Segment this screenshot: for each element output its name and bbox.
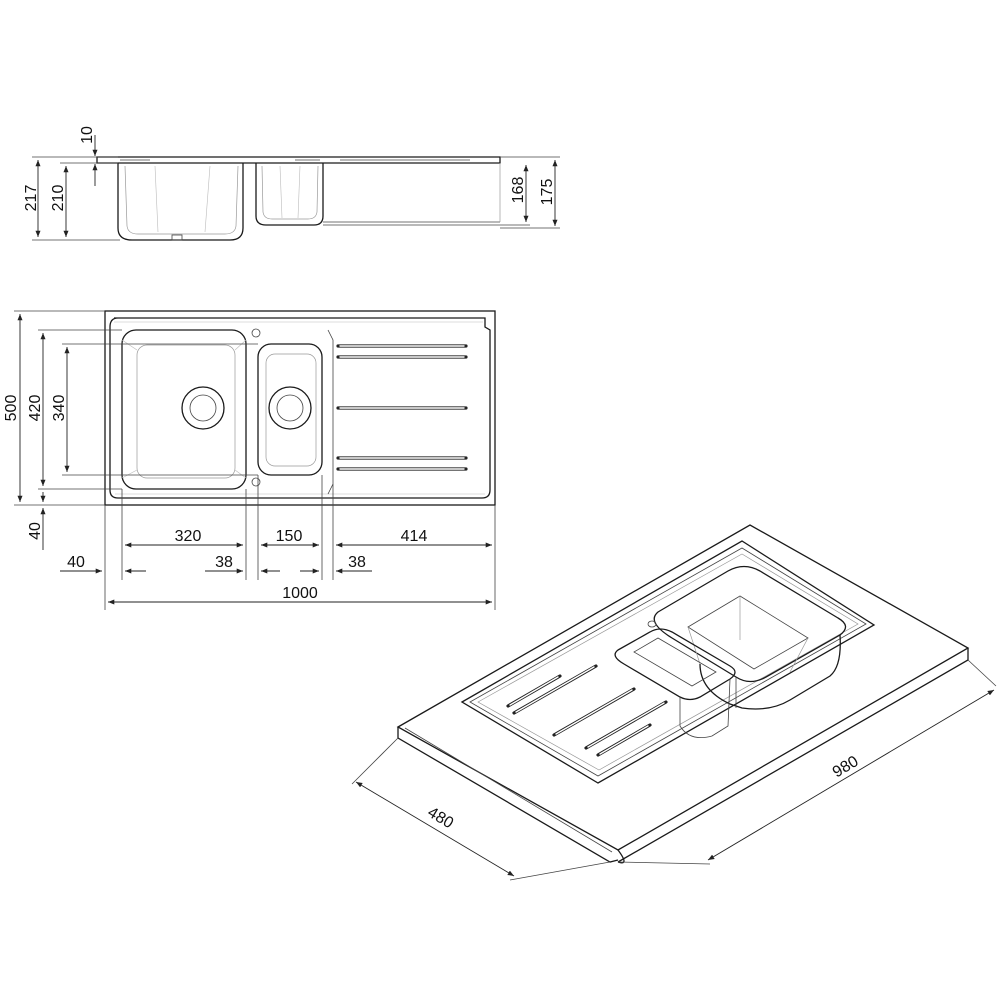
side-elevation-view <box>96 156 501 241</box>
plan-view-dimensions: 500 420 340 40 320 150 414 40 <box>3 310 496 610</box>
dim-1000-label: 1000 <box>282 585 318 602</box>
dim-217-label: 217 <box>23 185 40 212</box>
dim-175-label: 175 <box>539 179 556 206</box>
dim-320-label: 320 <box>175 528 202 545</box>
side-view-dimensions: 217 210 10 168 175 <box>23 126 560 241</box>
dim-414-label: 414 <box>401 528 428 545</box>
dim-10-label: 10 <box>79 126 96 144</box>
dim-38-a-label: 38 <box>215 554 233 571</box>
dim-38-b-label: 38 <box>348 554 366 571</box>
dim-340-label: 340 <box>51 395 68 422</box>
dim-980-label: 980 <box>830 753 862 781</box>
dim-480-label: 480 <box>424 804 456 832</box>
dim-40-bottom-label: 40 <box>67 554 85 571</box>
dim-150-label: 150 <box>276 528 303 545</box>
dim-210-label: 210 <box>50 185 67 212</box>
dim-168-label: 168 <box>510 177 527 204</box>
dim-420-label: 420 <box>27 395 44 422</box>
dim-40-left-label: 40 <box>27 522 44 540</box>
top-plan-view <box>104 310 496 506</box>
isometric-view <box>396 524 970 864</box>
dim-500-label: 500 <box>3 395 20 422</box>
